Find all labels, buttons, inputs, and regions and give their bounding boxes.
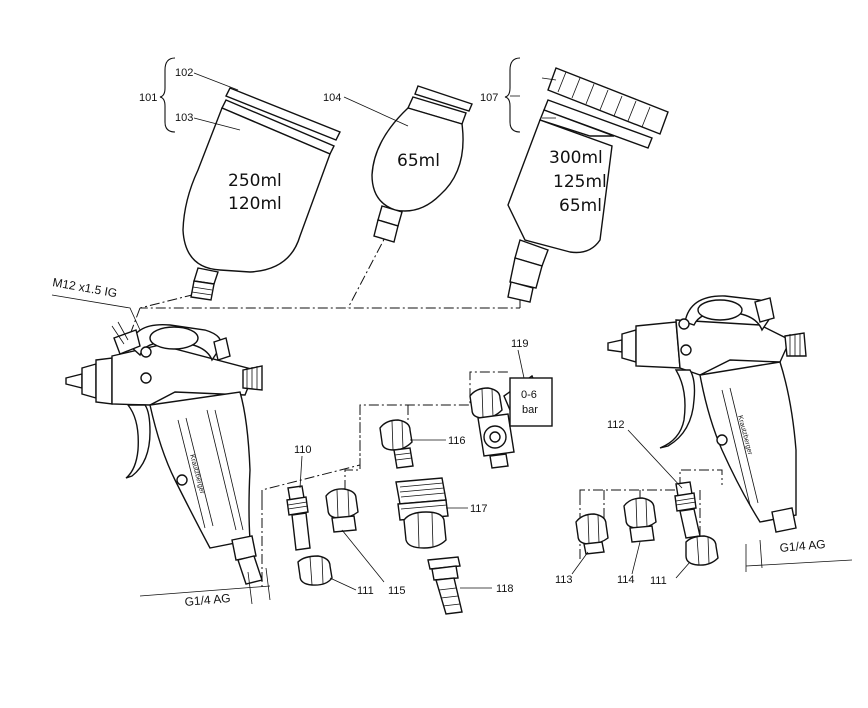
- callout-101: 101: [139, 92, 157, 104]
- part-114-fitting: [623, 497, 657, 543]
- part-115-fitting: [325, 488, 359, 533]
- callout-102: 102: [175, 67, 193, 79]
- callout-brackets: [159, 57, 521, 133]
- callout-113: 113: [555, 574, 573, 586]
- callout-104: 104: [323, 92, 341, 104]
- cup-300-line2: 125ml: [553, 172, 607, 192]
- part-113-fitting: [575, 513, 609, 555]
- part-119-regulator: [469, 374, 553, 469]
- cup-300ml: [507, 67, 669, 303]
- leader-lines: [193, 72, 691, 591]
- callout-112: 112: [607, 419, 625, 431]
- spray-gun-right: Krautzberger: [607, 295, 807, 533]
- part-118-barb: [427, 556, 463, 615]
- callout-119: 119: [511, 338, 529, 350]
- cup-250-line2: 120ml: [228, 194, 282, 214]
- part-111-nut-left: [297, 555, 333, 586]
- callout-115: 115: [388, 585, 406, 597]
- callout-117: 117: [470, 503, 488, 515]
- callout-116: 116: [448, 435, 466, 447]
- cup-65ml: [371, 85, 473, 243]
- callout-111-left: 111: [357, 585, 374, 597]
- inlet-dimension-left: G1/4 AG: [184, 591, 231, 609]
- cup-300-line1: 300ml: [549, 148, 603, 168]
- inlet-dimension-right: G1/4 AG: [779, 537, 826, 555]
- cup-300-line3: 65ml: [559, 196, 602, 216]
- part-112-nipple: [674, 481, 701, 539]
- regulator-range: 0-6: [521, 389, 537, 401]
- callout-118: 118: [496, 583, 514, 595]
- cup-65-label: 65ml: [397, 151, 440, 171]
- cup-250-line1: 250ml: [228, 171, 282, 191]
- spray-gun-left: Krautzberger: [65, 323, 263, 585]
- part-117-coupler: [395, 477, 449, 549]
- part-111-nut-right: [685, 535, 719, 566]
- part-110-nipple: [286, 485, 311, 551]
- part-116-fitting: [379, 419, 414, 469]
- regulator-unit: bar: [522, 404, 538, 416]
- cup-250ml: [182, 87, 341, 301]
- callout-111-right: 111: [650, 575, 667, 587]
- callout-103: 103: [175, 112, 193, 124]
- callout-110: 110: [294, 444, 312, 456]
- callout-114: 114: [617, 574, 635, 586]
- callout-107: 107: [480, 92, 498, 104]
- dimension-marks: [51, 294, 853, 605]
